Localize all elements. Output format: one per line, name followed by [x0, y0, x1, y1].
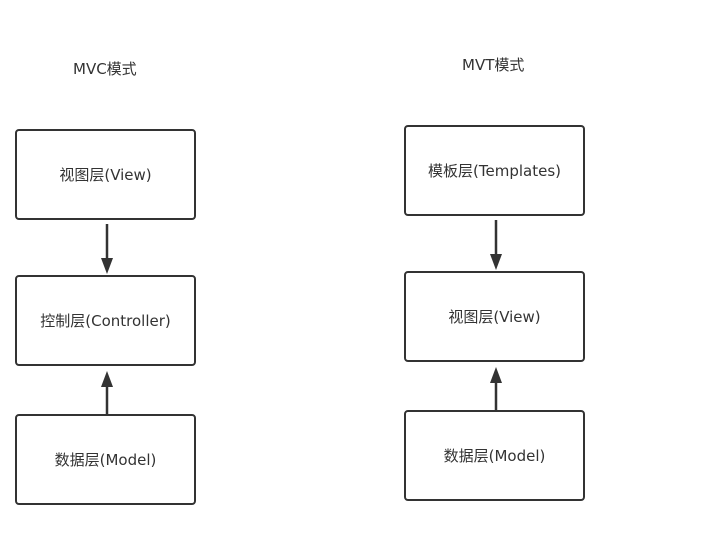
- mvt-templates-box: 模板层(Templates): [404, 125, 585, 216]
- mvc-model-label: 数据层(Model): [54, 451, 157, 469]
- mvc-model-box: 数据层(Model): [15, 414, 196, 505]
- mvc-view-label: 视图层(View): [59, 166, 152, 184]
- mvc-controller-box: 控制层(Controller): [15, 275, 196, 366]
- mvc-view-to-controller-arrow: [101, 224, 113, 274]
- mvt-templates-to-view-arrow: [490, 220, 502, 270]
- mvt-model-label: 数据层(Model): [443, 447, 546, 465]
- mvc-controller-label: 控制层(Controller): [40, 312, 171, 330]
- mvt-model-to-view-arrow: [490, 367, 502, 410]
- mvc-model-to-controller-arrow: [101, 371, 113, 414]
- mvt-model-box: 数据层(Model): [404, 410, 585, 501]
- mvt-templates-label: 模板层(Templates): [428, 162, 561, 180]
- mvc-view-box: 视图层(View): [15, 129, 196, 220]
- mvt-view-box: 视图层(View): [404, 271, 585, 362]
- mvc-title: MVC模式: [73, 60, 137, 78]
- mvt-title: MVT模式: [462, 56, 525, 74]
- mvt-view-label: 视图层(View): [448, 308, 541, 326]
